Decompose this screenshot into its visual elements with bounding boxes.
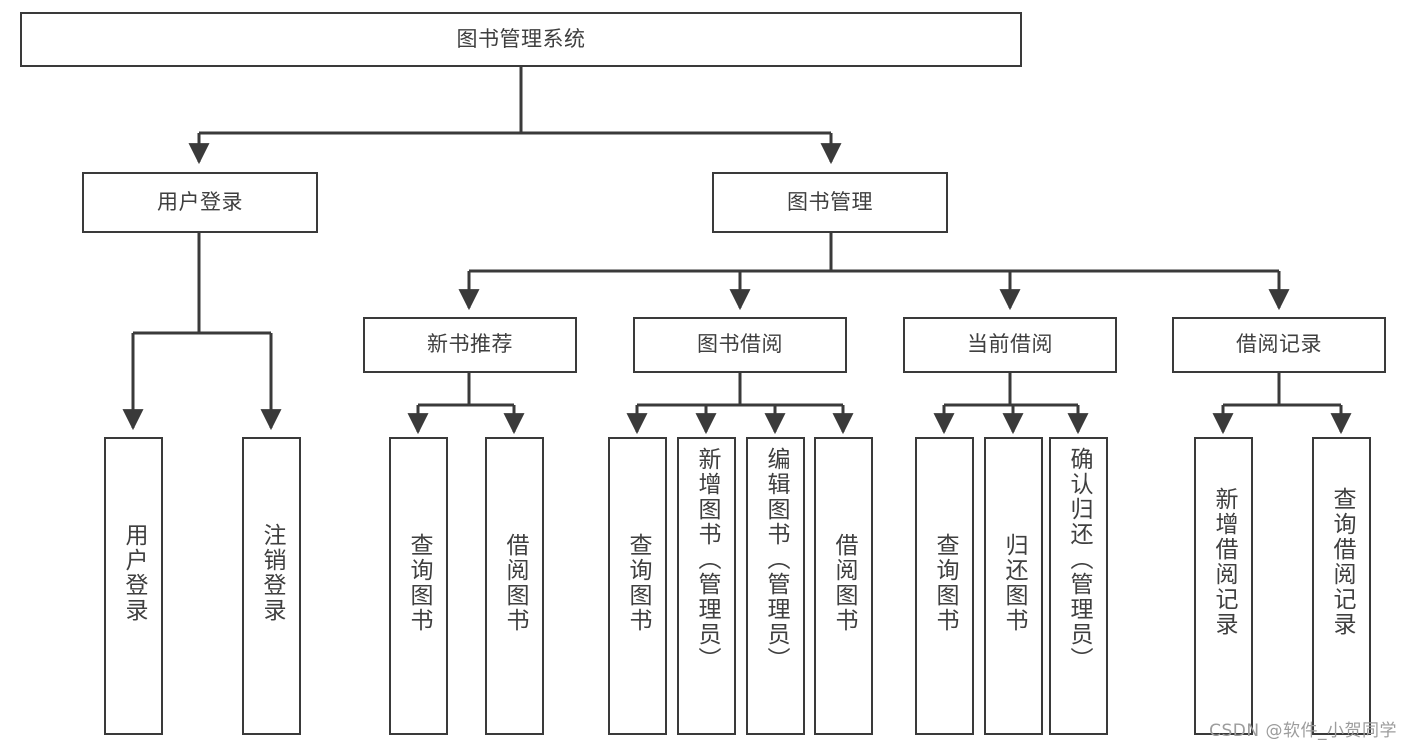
- node-book-borrow[interactable]: 图书借阅: [633, 317, 847, 373]
- node-book-manage-label: 图书管理: [787, 189, 873, 214]
- node-new-book-recommend-label: 新书推荐: [427, 332, 513, 357]
- node-leaf-user-logout-label: 注销登录: [259, 523, 285, 623]
- node-leaf-user-login-label: 用户登录: [121, 523, 147, 623]
- node-borrow-record-label: 借阅记录: [1236, 332, 1322, 357]
- node-root-label: 图书管理系统: [456, 26, 586, 51]
- node-book-manage[interactable]: 图书管理: [712, 172, 948, 233]
- node-leaf-borrow-book-1[interactable]: 借阅图书: [485, 437, 544, 735]
- node-user-login-label: 用户登录: [157, 189, 243, 214]
- node-leaf-add-book-label: 新增图书（管理员）: [694, 447, 720, 672]
- node-leaf-user-login[interactable]: 用户登录: [104, 437, 163, 735]
- node-leaf-query-book-3-label: 查询图书: [932, 533, 958, 633]
- node-book-borrow-label: 图书借阅: [697, 332, 783, 357]
- node-leaf-borrow-book-2-label: 借阅图书: [831, 533, 857, 633]
- node-leaf-query-book-1[interactable]: 查询图书: [389, 437, 448, 735]
- node-leaf-confirm-return-label: 确认归还（管理员）: [1066, 447, 1092, 672]
- node-leaf-query-book-2[interactable]: 查询图书: [608, 437, 667, 735]
- node-leaf-user-logout[interactable]: 注销登录: [242, 437, 301, 735]
- node-leaf-add-record[interactable]: 新增借阅记录: [1194, 437, 1253, 735]
- node-leaf-add-book[interactable]: 新增图书（管理员）: [677, 437, 736, 735]
- node-leaf-confirm-return[interactable]: 确认归还（管理员）: [1049, 437, 1108, 735]
- node-leaf-return-book-label: 归还图书: [1001, 533, 1027, 633]
- node-leaf-query-book-3[interactable]: 查询图书: [915, 437, 974, 735]
- node-leaf-edit-book[interactable]: 编辑图书（管理员）: [746, 437, 805, 735]
- node-leaf-return-book[interactable]: 归还图书: [984, 437, 1043, 735]
- node-leaf-query-record-label: 查询借阅记录: [1329, 487, 1355, 637]
- node-new-book-recommend[interactable]: 新书推荐: [363, 317, 577, 373]
- node-borrow-record[interactable]: 借阅记录: [1172, 317, 1386, 373]
- node-leaf-borrow-book-2[interactable]: 借阅图书: [814, 437, 873, 735]
- node-root[interactable]: 图书管理系统: [20, 12, 1022, 67]
- node-leaf-edit-book-label: 编辑图书（管理员）: [763, 447, 789, 672]
- node-current-borrow[interactable]: 当前借阅: [903, 317, 1117, 373]
- node-leaf-add-record-label: 新增借阅记录: [1211, 487, 1237, 637]
- node-leaf-borrow-book-1-label: 借阅图书: [502, 533, 528, 633]
- node-leaf-query-record[interactable]: 查询借阅记录: [1312, 437, 1371, 735]
- csdn-watermark: CSDN @软件_小贺同学: [1209, 721, 1397, 741]
- node-leaf-query-book-2-label: 查询图书: [625, 533, 651, 633]
- node-leaf-query-book-1-label: 查询图书: [406, 533, 432, 633]
- node-current-borrow-label: 当前借阅: [967, 332, 1053, 357]
- node-user-login[interactable]: 用户登录: [82, 172, 318, 233]
